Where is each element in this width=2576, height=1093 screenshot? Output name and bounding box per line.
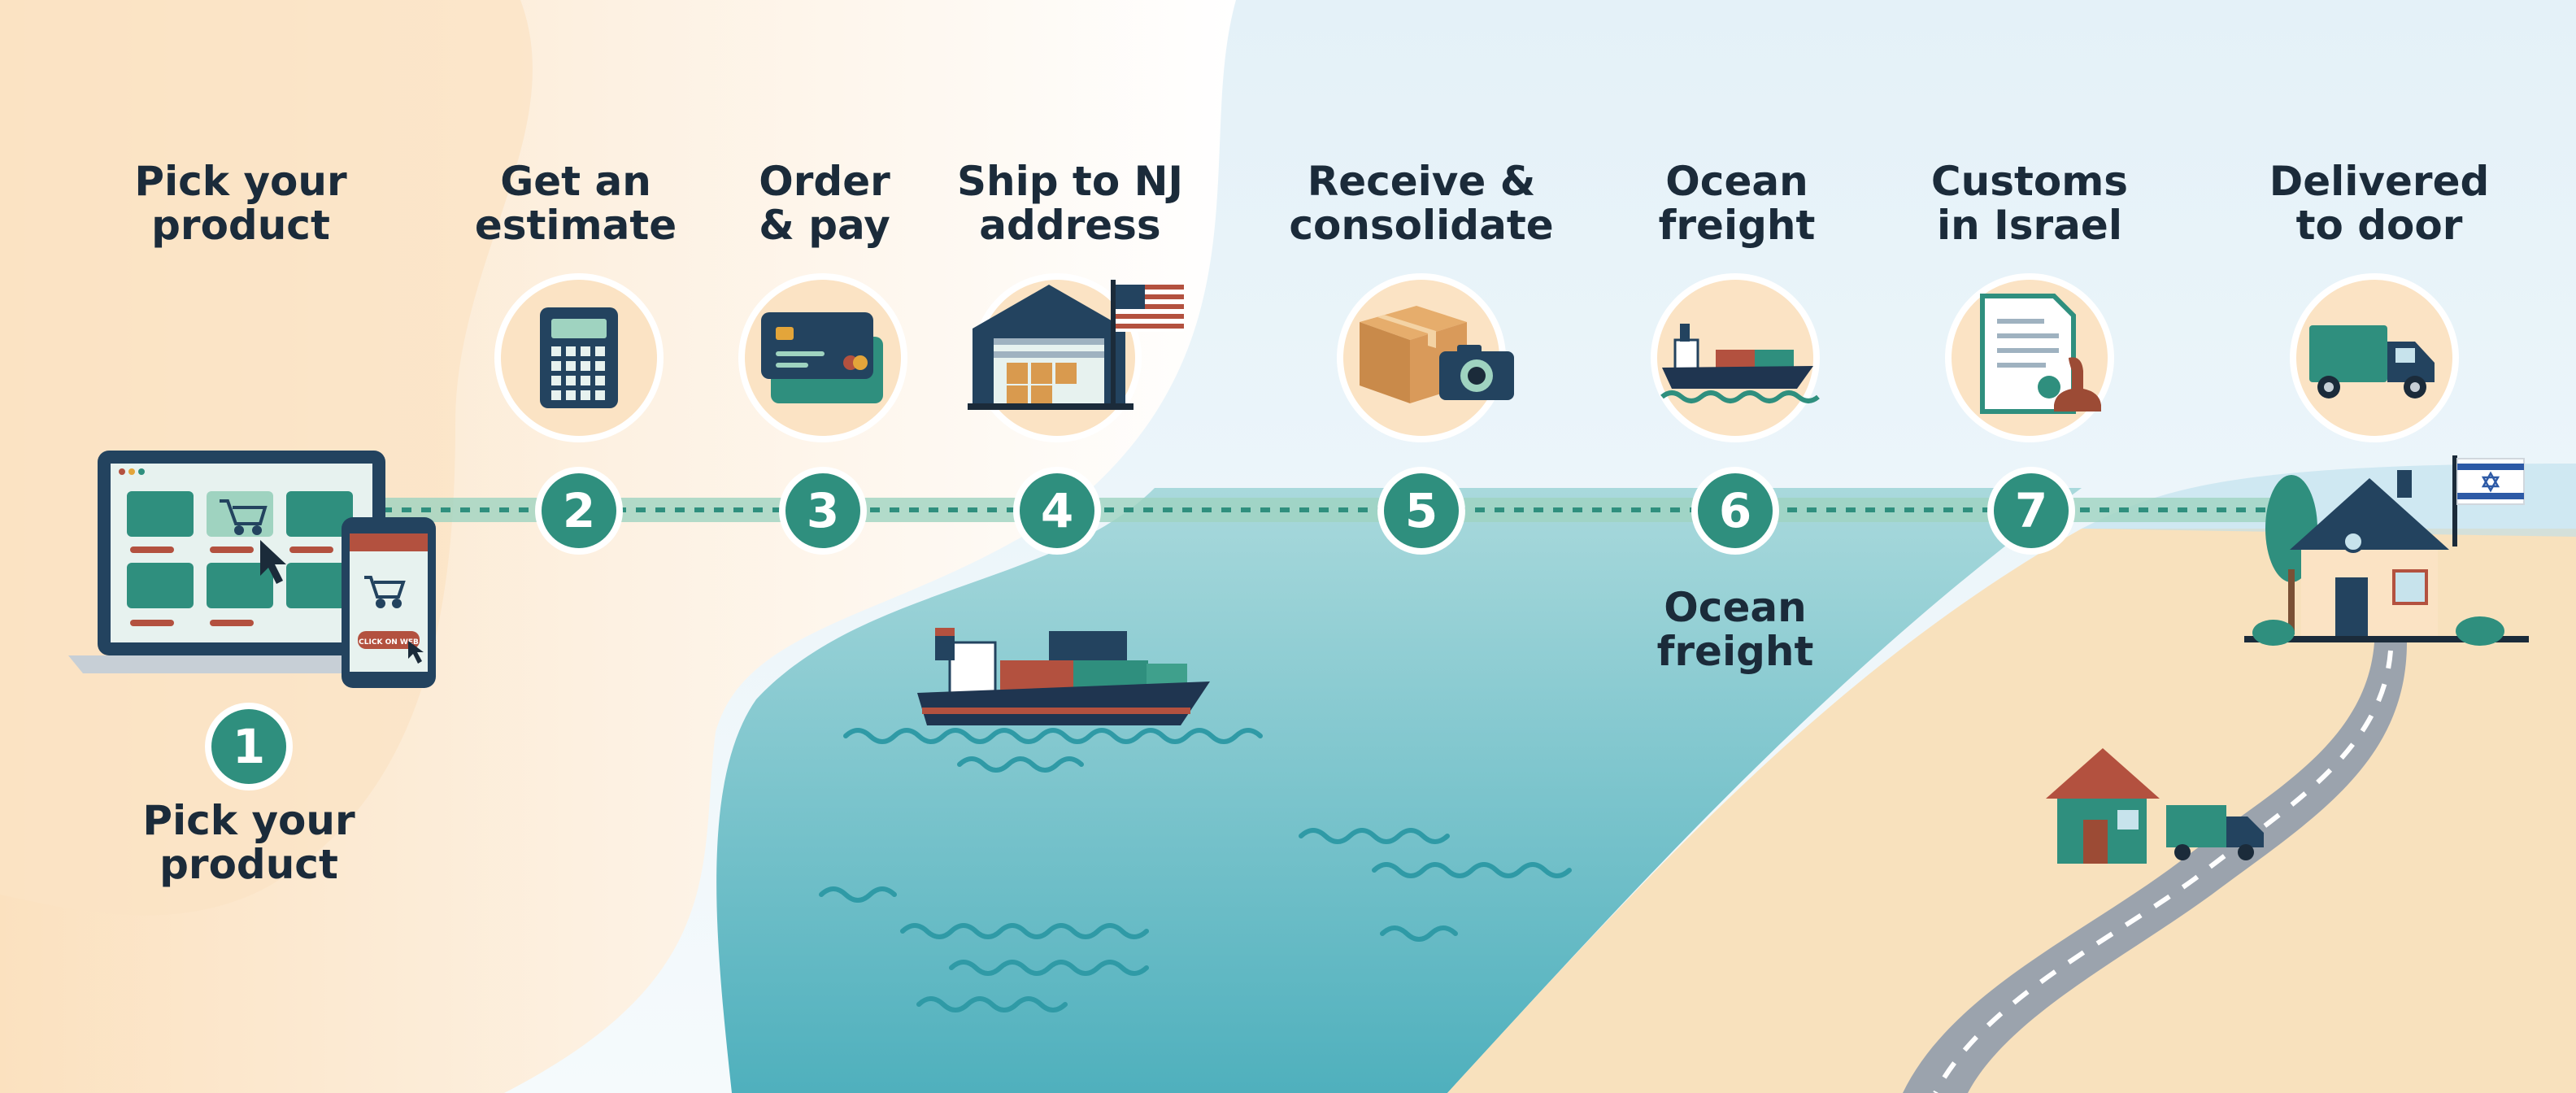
phone-button-text: CLICK ON WEB xyxy=(359,638,419,647)
step-6-title-line1: Ocean xyxy=(1665,158,1808,205)
left-sand-blob xyxy=(0,0,533,916)
house-icon xyxy=(2244,470,2529,646)
step-1-title-line2: product xyxy=(151,202,330,249)
step-4-title-line1: Ship to NJ xyxy=(956,158,1184,205)
step-2-badge: 2 xyxy=(535,467,623,555)
step-7-icon-circle xyxy=(1945,273,2114,442)
step-7-title-line2: in Israel xyxy=(1937,202,2122,249)
step-6-title-line2: freight xyxy=(1658,202,1816,249)
step-8-title-line2: to door xyxy=(2295,202,2463,249)
small-delivery-truck-icon xyxy=(2166,805,2264,860)
pick-product-label-line2: product xyxy=(159,841,338,888)
box-and-camera-icon xyxy=(1360,306,1514,403)
cursor-icon xyxy=(260,540,286,584)
step-6-title: Ocean freight xyxy=(1590,159,1883,247)
step-3-title-line2: & pay xyxy=(759,202,890,249)
step-1-number: 1 xyxy=(233,719,265,774)
customs-document-stamp-icon xyxy=(1980,294,2101,414)
step-3-icon-circle xyxy=(738,273,907,442)
step-5-title-line1: Receive & xyxy=(1307,158,1536,205)
step-4-title: Ship to NJ address xyxy=(924,159,1216,247)
phone-cart-icon xyxy=(364,576,406,608)
step-2-title-line1: Get an xyxy=(500,158,651,205)
step-5-title-line2: consolidate xyxy=(1289,202,1554,249)
step-2-icon-circle xyxy=(494,273,664,442)
step-3-badge: 3 xyxy=(779,467,867,555)
destination-scene xyxy=(1903,455,2529,1093)
step-7-title: Customs in Israel xyxy=(1883,159,2176,247)
step-8-icon-circle xyxy=(2290,273,2459,442)
step-2-title-line2: estimate xyxy=(474,202,677,249)
step-1-title-line1: Pick your xyxy=(134,158,347,205)
step-3-number: 3 xyxy=(807,483,839,538)
road xyxy=(1903,642,2407,1093)
step-1-badge: 1 xyxy=(205,703,293,790)
step-5-number: 5 xyxy=(1405,483,1438,538)
step-4-title-line2: address xyxy=(979,202,1161,249)
cargo-ship-icon xyxy=(1660,324,1820,403)
waves xyxy=(819,728,1572,1012)
laptop-and-phone-icon: CLICK ON WEB xyxy=(68,451,436,688)
step-1-title: Pick your product xyxy=(94,159,387,247)
cargo-ship-illustration xyxy=(917,628,1210,725)
tree-icon xyxy=(2265,475,2317,634)
step-8-title-line1: Delivered xyxy=(2269,158,2490,205)
right-beach-top xyxy=(2082,464,2576,537)
us-flag-icon xyxy=(1116,285,1184,332)
ocean-freight-label: Ocean freight xyxy=(1589,586,1882,673)
pick-product-label-line1: Pick your xyxy=(142,797,355,844)
ocean-freight-label-line1: Ocean xyxy=(1664,584,1807,631)
step-5-title: Receive & consolidate xyxy=(1275,159,1568,247)
step-5-icon-circle xyxy=(1337,273,1514,442)
small-house-icon xyxy=(2046,748,2160,864)
israel-flag-icon xyxy=(2452,455,2525,546)
sea-area xyxy=(716,488,2082,1093)
step-6-badge: 6 xyxy=(1691,467,1779,555)
timeline-line xyxy=(382,498,2277,522)
step-3-title-line1: Order xyxy=(759,158,890,205)
delivery-truck-icon xyxy=(2309,325,2435,398)
calculator-icon xyxy=(540,307,618,408)
cart-icon xyxy=(220,499,268,535)
step-4-number: 4 xyxy=(1041,483,1073,538)
step-5-badge: 5 xyxy=(1377,467,1465,555)
step-3-title: Order & pay xyxy=(678,159,971,247)
step-8-title: Delivered to door xyxy=(2233,159,2526,247)
credit-card-icon xyxy=(761,312,883,403)
warehouse-with-us-flag-icon xyxy=(968,280,1184,410)
step-6-icon-circle xyxy=(1651,273,1820,442)
ocean-freight-label-line2: freight xyxy=(1656,628,1814,675)
pick-product-label: Pick your product xyxy=(102,799,395,886)
step-2-title: Get an estimate xyxy=(429,159,722,247)
step-7-title-line1: Customs xyxy=(1930,158,2129,205)
step-4-icon-circle xyxy=(968,273,1184,442)
step-4-badge: 4 xyxy=(1013,467,1101,555)
step-7-number: 7 xyxy=(2015,483,2047,538)
step-6-number: 6 xyxy=(1719,483,1751,538)
step-7-badge: 7 xyxy=(1987,467,2075,555)
step-2-number: 2 xyxy=(563,483,595,538)
